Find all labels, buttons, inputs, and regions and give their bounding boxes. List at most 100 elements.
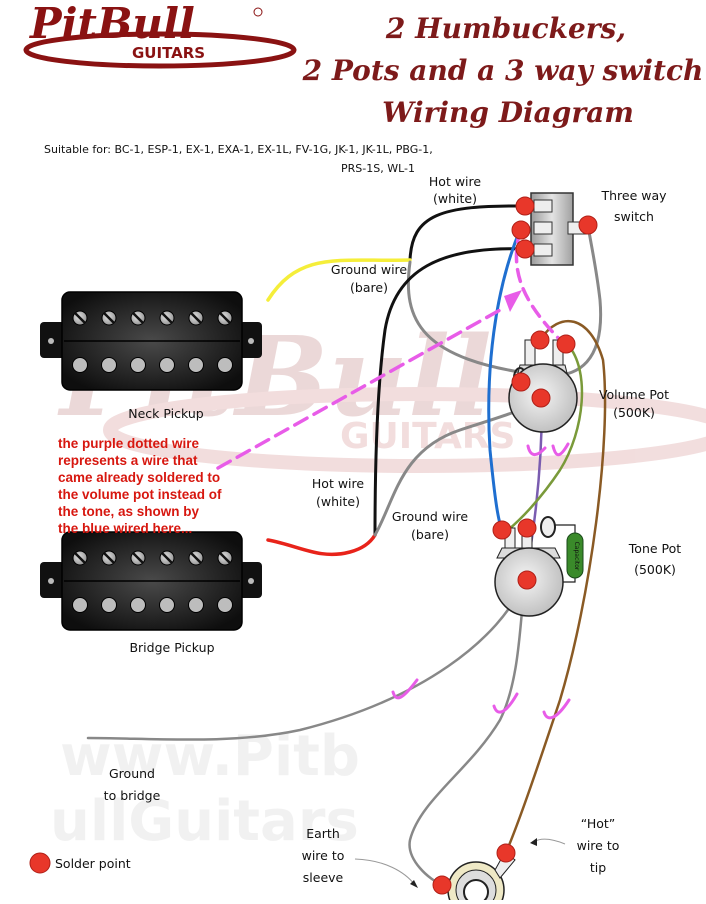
bridge-pickup[interactable] xyxy=(40,531,262,631)
screw-slot xyxy=(190,552,202,564)
blue-wire xyxy=(487,228,522,532)
check-marks xyxy=(391,442,571,720)
solder-point[interactable] xyxy=(530,330,550,350)
check-icon xyxy=(542,698,571,720)
three-way-switch[interactable] xyxy=(530,192,589,266)
ground-wire-top-label-2: (bare) xyxy=(350,280,388,295)
suitable-for-line-1: Suitable for: BC-1, ESP-1, EX-1, EXA-1, … xyxy=(44,143,433,156)
tone-pot-label-1: Tone Pot xyxy=(628,541,681,556)
watermark-url-2: ullGuitars xyxy=(50,789,359,854)
solder-point[interactable] xyxy=(511,372,531,392)
volume-pot-label-2: (500K) xyxy=(613,405,655,420)
volume-pot-label-1: Volume Pot xyxy=(599,387,669,402)
pole-piece xyxy=(159,357,175,373)
note-line: came already soldered to xyxy=(58,470,220,485)
bridge-lead-wire xyxy=(266,533,377,557)
hot-tip-label-3: tip xyxy=(590,860,606,875)
solder-point[interactable] xyxy=(556,334,576,354)
solder-point[interactable] xyxy=(511,220,531,240)
check-icon xyxy=(492,692,519,714)
solder-point[interactable] xyxy=(496,843,516,863)
note-line: the tone, as shown by xyxy=(58,504,200,519)
pole-piece xyxy=(188,597,204,613)
solder-point[interactable] xyxy=(492,520,512,540)
pole-piece xyxy=(101,357,117,373)
capacitor-label: Capacitor xyxy=(573,542,580,571)
three-way-label-1: Three way xyxy=(600,188,667,203)
hot-wire-top-label-2: (white) xyxy=(433,191,477,206)
neck-pickup[interactable] xyxy=(40,291,262,391)
bridge-pickup-label: Bridge Pickup xyxy=(129,640,214,655)
solder-point[interactable] xyxy=(517,518,537,538)
purple-wire-note: the purple dotted wire represents a wire… xyxy=(58,436,222,536)
three-way-label-2: switch xyxy=(614,209,654,224)
output-jack[interactable] xyxy=(447,851,516,904)
ground-wire-mid-label-2: (bare) xyxy=(411,527,449,542)
pole-piece xyxy=(72,357,88,373)
pitbull-logo: PitBull GUITARS xyxy=(23,0,297,69)
logo-brand: PitBull xyxy=(29,0,195,48)
pole-piece xyxy=(72,597,88,613)
pole-piece xyxy=(159,597,175,613)
pole-piece xyxy=(130,597,146,613)
solder-point[interactable] xyxy=(432,875,452,895)
screw-slot xyxy=(132,312,144,324)
solder-points xyxy=(432,196,598,895)
screw-slot xyxy=(132,552,144,564)
note-line: the volume pot instead of xyxy=(58,487,222,502)
note-line: the purple dotted wire xyxy=(58,436,199,451)
solder-point[interactable] xyxy=(515,239,535,259)
neck-hot-wire xyxy=(408,204,527,262)
pole-piece xyxy=(130,357,146,373)
legend: Solder point xyxy=(29,852,131,874)
hot-wire-mid-label-1: Hot wire xyxy=(312,476,364,491)
arrow-head-icon xyxy=(530,838,537,846)
green-wire xyxy=(506,343,584,532)
dotted-wire xyxy=(514,228,567,347)
neck-pickup-label: Neck Pickup xyxy=(128,406,204,421)
solder-point[interactable] xyxy=(531,388,551,408)
screw-slot xyxy=(74,552,86,564)
sleeve-ground-wire xyxy=(408,578,527,887)
screw-slot xyxy=(161,552,173,564)
solder-point[interactable] xyxy=(517,570,537,590)
screw-slot xyxy=(103,552,115,564)
solder-point-icon xyxy=(29,852,51,874)
neck-lead-wire xyxy=(266,258,412,302)
watermark-url-1: www.Pitb xyxy=(60,724,360,789)
page-title: 2 Humbuckers, 2 Pots and a 3 way switch … xyxy=(302,12,704,129)
ground-wire-top-label-1: Ground wire xyxy=(331,262,408,277)
solder-point[interactable] xyxy=(578,215,598,235)
logo-sub: GUITARS xyxy=(132,44,205,62)
suitable-for-line-2: PRS-1S, WL-1 xyxy=(341,162,415,175)
arrow-head-icon xyxy=(410,880,418,888)
capacitor[interactable]: Capacitor xyxy=(566,532,584,579)
pole-piece xyxy=(217,357,233,373)
ground-to-bridge-wire xyxy=(86,578,527,741)
brown-wire xyxy=(503,320,607,857)
note-line: the blue wired here... xyxy=(58,521,192,536)
screw-slot xyxy=(103,312,115,324)
bridge-hot-wire xyxy=(373,247,527,537)
solder-point[interactable] xyxy=(515,196,535,216)
screw-slot xyxy=(219,552,231,564)
title-line-2: 2 Pots and a 3 way switch xyxy=(302,54,704,87)
tone-pot-label-2: (500K) xyxy=(634,562,676,577)
note-line: represents a wire that xyxy=(58,453,198,468)
check-icon xyxy=(391,678,419,700)
ground-bridge-label-2: to bridge xyxy=(104,788,161,803)
earth-label-3: sleeve xyxy=(303,870,344,885)
screw-slot xyxy=(219,312,231,324)
screw-slot xyxy=(74,312,86,324)
legend-solder-point-label: Solder point xyxy=(55,856,131,871)
pole-piece xyxy=(188,357,204,373)
hot-tip-label-1: “Hot” xyxy=(581,816,616,831)
earth-label-2: wire to xyxy=(302,848,345,863)
pole-piece xyxy=(217,597,233,613)
pole-piece xyxy=(101,597,117,613)
hot-tip-label-2: wire to xyxy=(577,838,620,853)
earth-label-1: Earth xyxy=(306,826,340,841)
ground-bridge-label-1: Ground xyxy=(109,766,155,781)
hot-wire-mid-label-2: (white) xyxy=(316,494,360,509)
